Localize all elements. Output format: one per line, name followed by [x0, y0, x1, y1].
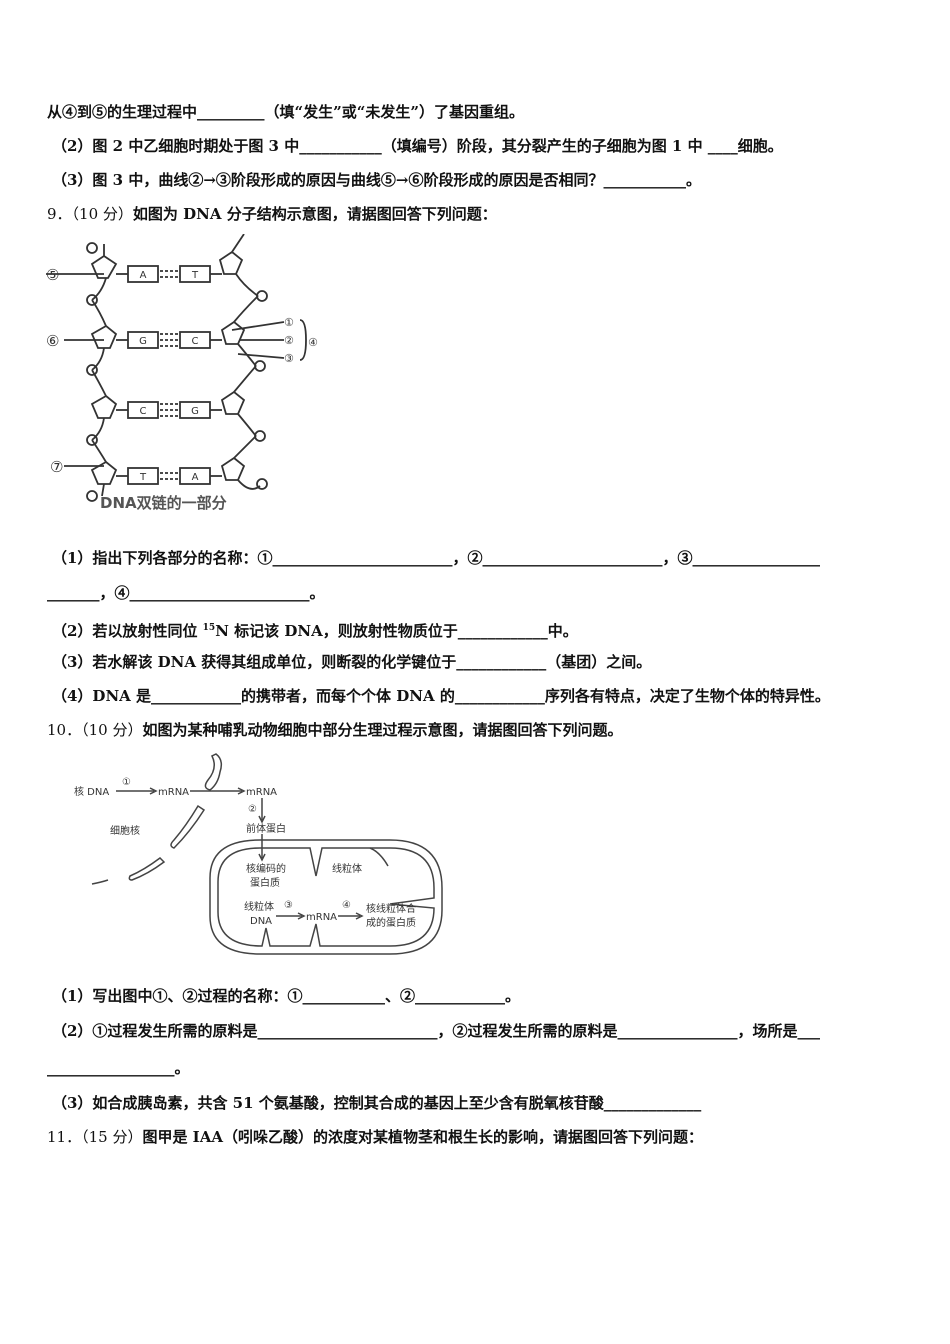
cell-label: ③	[284, 900, 293, 911]
cell-label: DNA	[250, 916, 272, 927]
cell-label: 细胞核	[110, 824, 140, 837]
cell-label: ②	[248, 804, 257, 815]
dna-caption: DNA双链的一部分	[100, 494, 227, 512]
dna-base: T	[191, 270, 199, 281]
cell-label: ④	[342, 900, 351, 911]
cell-process-figure: 核 DNA ① mRNA mRNA ② 前体蛋白 细胞核 核编码的 蛋白质 线粒…	[74, 753, 443, 955]
question-11-header: 11．（15 分）图甲是 IAA（吲哚乙酸）的浓度对某植物茎和根生长的影响，请据…	[47, 1127, 703, 1147]
question-9-part-4: （4）DNA 是____________的携带者，而每个个体 DNA 的____…	[52, 687, 830, 705]
question-10-part-2-cont: _________________。	[47, 1059, 190, 1077]
dna-label: ⑥	[46, 332, 59, 350]
question-8-part-3: （3）图 3 中，曲线②→③阶段形成的原因与曲线⑤→⑥阶段形成的原因是否相同？_…	[52, 171, 701, 189]
cell-label: 核编码的	[246, 862, 286, 875]
dna-label: ⑦	[50, 458, 63, 476]
cell-label: 前体蛋白	[246, 822, 286, 835]
cell-label: 成的蛋白质	[366, 916, 416, 929]
dna-structure-figure: A T G C C G T A ⑤ ⑥ ⑦ ① ② ③ ④ DNA双链的一部分	[46, 234, 318, 512]
question-11-number: 11．（15 分）	[47, 1128, 143, 1146]
question-9-part-2: （2）若以放射性同位 15N 标记该 DNA，则放射性物质位于_________…	[52, 618, 578, 641]
question-10-part-3: （3）如合成胰岛素，共含 51 个氨基酸，控制其合成的基因上至少含有脱氧核苷酸_…	[52, 1094, 702, 1112]
cell-label: 核 DNA	[74, 785, 109, 798]
cell-label: mRNA	[306, 912, 337, 923]
question-9-number: 9．（10 分）	[47, 205, 133, 223]
dna-base: A	[140, 270, 147, 281]
question-10-header: 10．（10 分）如图为某种哺乳动物细胞中部分生理过程示意图，请据图回答下列问题…	[47, 720, 622, 740]
dna-label: ④	[308, 336, 318, 349]
dna-base: C	[192, 336, 199, 347]
question-9-text: 如图为 DNA 分子结构示意图，请据图回答下列问题：	[132, 205, 497, 223]
cell-label: 核线粒体合	[366, 902, 416, 915]
question-9-part-1-cont: _______，④________________________。	[47, 584, 325, 602]
dna-label: ⑤	[46, 266, 59, 284]
dna-base: A	[192, 472, 199, 483]
cell-label: 线粒体	[244, 900, 274, 913]
question-10-text: 如图为某种哺乳动物细胞中部分生理过程示意图，请据图回答下列问题。	[142, 721, 623, 739]
cell-label: 蛋白质	[250, 876, 280, 889]
question-9-part-1: （1）指出下列各部分的名称：①________________________，…	[52, 549, 820, 567]
dna-label: ②	[284, 334, 294, 347]
q9-2-text-a: （2）若以放射性同位	[52, 622, 203, 640]
question-10-part-1: （1）写出图中①、②过程的名称：①___________、②__________…	[52, 987, 520, 1005]
q9-2-text-b: N 标记该 DNA，则放射性物质位于____________中。	[215, 622, 578, 640]
dna-label: ①	[284, 316, 294, 329]
dna-base: G	[191, 406, 199, 417]
cell-label: mRNA	[246, 787, 277, 798]
dna-label: ③	[284, 352, 294, 365]
dna-base: G	[139, 336, 147, 347]
line-recombination: 从④到⑤的生理过程中_________（填“发生”或“未发生”）了基因重组。	[47, 103, 525, 121]
cell-label: mRNA	[158, 787, 189, 798]
question-8-part-2: （2）图 2 中乙细胞时期处于图 3 中___________（填编号）阶段，其…	[52, 137, 783, 155]
cell-label: 线粒体	[332, 862, 362, 875]
dna-base: C	[140, 406, 147, 417]
question-9-part-3: （3）若水解该 DNA 获得其组成单位，则断裂的化学键位于___________…	[52, 653, 652, 671]
question-9-header: 9．（10 分）如图为 DNA 分子结构示意图，请据图回答下列问题：	[47, 204, 497, 224]
question-10-part-2: （2）①过程发生所需的原料是________________________，②…	[52, 1022, 820, 1040]
cell-label: ①	[122, 777, 131, 788]
dna-base: T	[139, 472, 147, 483]
question-10-number: 10．（10 分）	[47, 721, 143, 739]
question-11-text: 图甲是 IAA（吲哚乙酸）的浓度对某植物茎和根生长的影响，请据图回答下列问题：	[142, 1128, 703, 1146]
q9-2-superscript: 15	[202, 623, 216, 633]
